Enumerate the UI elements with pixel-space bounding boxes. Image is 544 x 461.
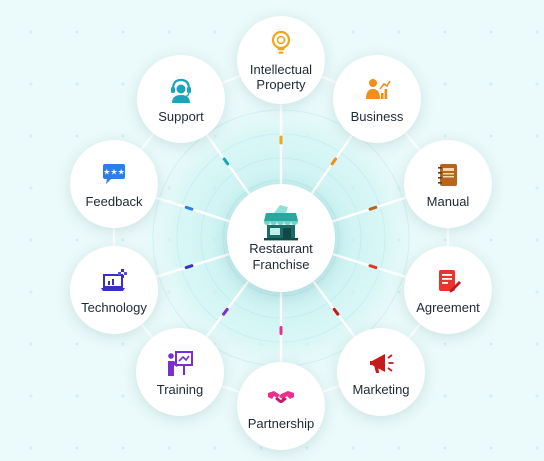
node-label: Intellectual Property: [249, 62, 313, 92]
node-label: Manual: [426, 193, 470, 209]
node-business[interactable]: Business: [333, 55, 421, 143]
center-label: Restaurant Franchise: [249, 241, 313, 272]
node-manual[interactable]: Manual: [404, 140, 492, 228]
megaphone-icon: [366, 348, 396, 378]
spoke-marker: [330, 157, 338, 166]
node-partnership[interactable]: Partnership: [237, 362, 325, 450]
node-technology[interactable]: Technology: [70, 246, 158, 334]
chat-bubble-icon: ★★★: [99, 160, 129, 190]
spoke-marker: [222, 157, 230, 166]
node-label: Technology: [81, 299, 147, 315]
node-label: Partnership: [247, 415, 315, 431]
presentation-board-icon: [165, 348, 195, 378]
node-support[interactable]: Support: [137, 55, 225, 143]
spoke-marker: [222, 307, 229, 316]
document-pen-icon: [433, 266, 463, 296]
node-label: Training: [156, 381, 204, 397]
node-label: Marketing: [352, 381, 410, 397]
node-label: Agreement: [416, 299, 480, 315]
node-marketing[interactable]: Marketing: [337, 328, 425, 416]
center-node-restaurant-franchise[interactable]: Restaurant Franchise: [227, 184, 335, 292]
spoke-marker: [368, 205, 378, 211]
headset-agent-icon: [166, 75, 196, 105]
businessman-chart-icon: [362, 75, 392, 105]
spokes: [155, 104, 407, 362]
spoke-marker: [368, 264, 378, 270]
svg-text:★★★: ★★★: [103, 167, 125, 176]
notebook-icon: [433, 160, 463, 190]
node-agreement[interactable]: Agreement: [404, 246, 492, 334]
handshake-icon: [266, 382, 296, 412]
storefront-icon: [260, 203, 302, 241]
spoke-marker: [332, 307, 340, 316]
node-feedback[interactable]: ★★★ Feedback: [70, 140, 158, 228]
node-training[interactable]: Training: [136, 328, 224, 416]
node-label: Feedback: [85, 193, 143, 209]
lightbulb-icon: [266, 28, 296, 58]
spoke-marker: [184, 264, 194, 270]
node-intellectual-property[interactable]: Intellectual Property: [237, 16, 325, 104]
laptop-icon: [99, 266, 129, 296]
node-label: Support: [158, 108, 204, 124]
node-label: Business: [350, 108, 404, 124]
spoke-marker: [184, 205, 194, 211]
